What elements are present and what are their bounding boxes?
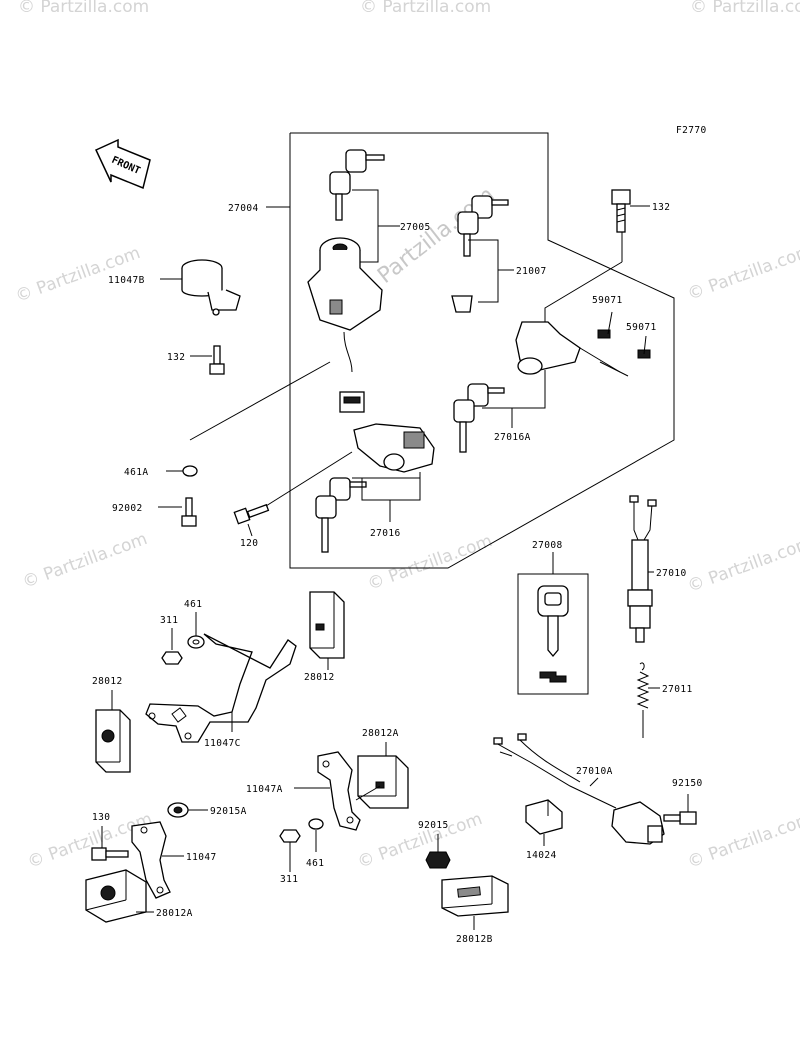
label-461-top: 461 bbox=[184, 599, 202, 610]
washer-461a-icon bbox=[182, 465, 198, 477]
label-130: 130 bbox=[92, 812, 110, 823]
keys-21007-icon bbox=[451, 195, 509, 313]
label-120: 120 bbox=[240, 538, 258, 549]
bolt-132-left-icon bbox=[209, 345, 225, 375]
watermark: © Partzilla.com bbox=[360, 0, 491, 17]
keys-27005-icon bbox=[329, 149, 385, 221]
watermark: © Partzilla.com bbox=[690, 0, 800, 17]
bracket-11047a-icon bbox=[317, 751, 361, 831]
key-tag-icon bbox=[537, 585, 569, 683]
label-14024: 14024 bbox=[526, 850, 557, 861]
label-461a: 461A bbox=[124, 467, 148, 478]
label-21007: 21007 bbox=[516, 266, 547, 277]
figure-code: F2770 bbox=[676, 125, 707, 136]
ignition-switch-icon bbox=[307, 237, 383, 413]
label-11047: 11047 bbox=[186, 852, 217, 863]
keys-27016a-icon bbox=[453, 383, 505, 453]
watermark: © Partzilla.com bbox=[685, 533, 800, 597]
label-27016: 27016 bbox=[370, 528, 401, 539]
bolt-92150-icon bbox=[663, 811, 697, 825]
clip-14024-icon bbox=[525, 799, 563, 835]
switch-27010a-icon bbox=[493, 733, 665, 845]
label-311-top: 311 bbox=[160, 615, 178, 626]
watermark: © Partzilla.com bbox=[20, 529, 150, 593]
switch-27010-icon bbox=[627, 495, 657, 643]
label-27016a: 27016A bbox=[494, 432, 531, 443]
label-59071-a: 59071 bbox=[592, 295, 623, 306]
assembly-outline bbox=[289, 132, 675, 569]
label-461-bottom: 461 bbox=[306, 858, 324, 869]
bolt-130-icon bbox=[91, 847, 129, 861]
bolt-132-icon bbox=[611, 189, 631, 233]
reflector-28012-left-icon bbox=[95, 709, 131, 773]
label-28012b: 28012B bbox=[456, 934, 493, 945]
label-11047c: 11047C bbox=[204, 738, 241, 749]
washer-461-icon bbox=[187, 635, 205, 649]
reflector-28012-icon bbox=[309, 591, 345, 659]
watermark: © Partzilla.com bbox=[685, 241, 800, 305]
clamp-11047b-icon bbox=[181, 259, 241, 316]
label-28012-left: 28012 bbox=[92, 676, 123, 687]
keys-27016-icon bbox=[315, 477, 367, 553]
bolt-120-icon bbox=[233, 503, 270, 525]
label-28012-top: 28012 bbox=[304, 672, 335, 683]
bracket-11047c-icon bbox=[145, 633, 297, 743]
nut-311-icon bbox=[161, 651, 183, 665]
watermark: © Partzilla.com bbox=[355, 809, 485, 873]
label-132-top: 132 bbox=[652, 202, 670, 213]
bolt-92002-icon bbox=[181, 497, 197, 527]
reflector-28012a-bottom-icon bbox=[85, 869, 147, 923]
label-59071-b: 59071 bbox=[626, 322, 657, 333]
label-132-left: 132 bbox=[167, 352, 185, 363]
label-11047b: 11047B bbox=[108, 275, 145, 286]
nut-311-bottom-icon bbox=[279, 829, 301, 843]
label-27005: 27005 bbox=[400, 222, 431, 233]
nut-92015-icon bbox=[425, 851, 451, 869]
bracket-11047-icon bbox=[131, 821, 171, 899]
lock-housing-icon bbox=[353, 423, 435, 473]
label-92015a: 92015A bbox=[210, 806, 247, 817]
label-27010a: 27010A bbox=[576, 766, 613, 777]
reflector-28012b-icon bbox=[441, 875, 509, 917]
label-27008: 27008 bbox=[532, 540, 563, 551]
label-11047a: 11047A bbox=[246, 784, 283, 795]
label-311-bottom: 311 bbox=[280, 874, 298, 885]
label-28012a-mid: 28012A bbox=[362, 728, 399, 739]
front-arrow-icon: FRONT bbox=[94, 138, 151, 190]
label-92150: 92150 bbox=[672, 778, 703, 789]
label-92015: 92015 bbox=[418, 820, 449, 831]
label-27004: 27004 bbox=[228, 203, 259, 214]
spring-27011-icon bbox=[636, 662, 650, 738]
label-27010: 27010 bbox=[656, 568, 687, 579]
watermark: © Partzilla.com bbox=[18, 0, 149, 17]
label-28012a-bottom: 28012A bbox=[156, 908, 193, 919]
stud-icon bbox=[375, 781, 385, 789]
washer-461-bottom-icon bbox=[308, 818, 324, 830]
watermark: © Partzilla.com bbox=[685, 809, 800, 873]
label-27011: 27011 bbox=[662, 684, 693, 695]
watermark: © Partzilla.com bbox=[365, 531, 495, 595]
label-92002: 92002 bbox=[112, 503, 143, 514]
